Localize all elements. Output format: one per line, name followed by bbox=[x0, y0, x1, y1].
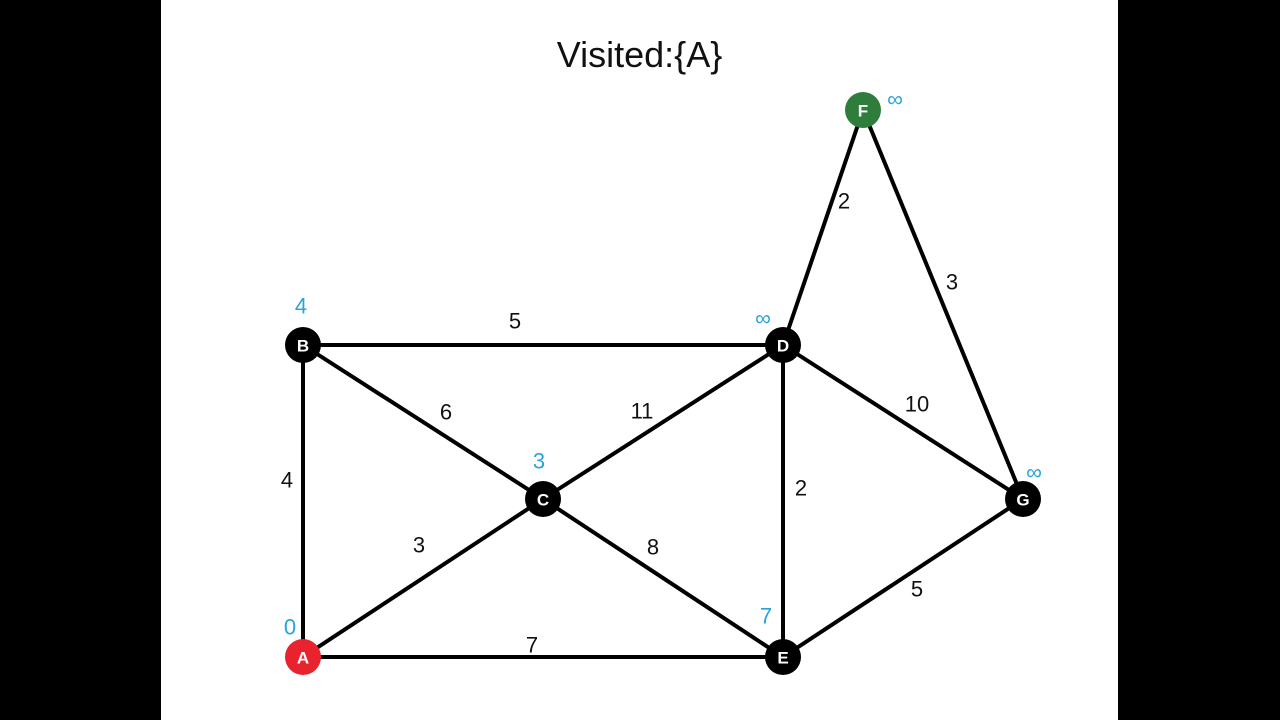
node-label-d: D bbox=[777, 337, 789, 356]
node-circle-d bbox=[765, 327, 801, 363]
edge-d-g bbox=[781, 343, 1025, 501]
node-d: D bbox=[765, 327, 801, 363]
edge-a-c bbox=[301, 497, 545, 659]
node-e: E bbox=[765, 639, 801, 675]
node-g: G bbox=[1005, 481, 1041, 517]
slide: Visited:{A} 5 4 6 3 7 11 8 2 2 10 3 5 A B C D E F G 0 4 3 ∞ 7… bbox=[161, 0, 1118, 720]
node-label-g: G bbox=[1016, 491, 1029, 510]
visited-set-title: Visited:{A} bbox=[556, 34, 723, 75]
node-circle-f bbox=[845, 92, 881, 128]
node-label-a: A bbox=[297, 649, 309, 668]
edge-c-e bbox=[541, 497, 785, 659]
node-b: B bbox=[285, 327, 321, 363]
edge-weight-b-a: 4 bbox=[281, 468, 293, 493]
node-a: A bbox=[285, 639, 321, 675]
distance-label-f: ∞ bbox=[887, 87, 903, 112]
edge-weight-c-d: 11 bbox=[631, 399, 654, 424]
graph-diagram: 5 4 6 3 7 11 8 2 2 10 3 5 A B C D E F G 0 4 3 ∞ 7 ∞ ∞ bbox=[281, 87, 1042, 675]
edge-d-f bbox=[781, 108, 865, 347]
node-label-f: F bbox=[858, 102, 868, 121]
node-label-b: B bbox=[297, 337, 309, 356]
nodes: A B C D E F G bbox=[285, 92, 1041, 675]
node-circle-b bbox=[285, 327, 321, 363]
distance-label-g: ∞ bbox=[1026, 460, 1042, 485]
edge-weight-d-e: 2 bbox=[795, 476, 807, 501]
node-label-e: E bbox=[777, 649, 788, 668]
edge-weight-f-g: 3 bbox=[946, 270, 958, 295]
distance-label-b: 4 bbox=[295, 294, 307, 319]
node-circle-e bbox=[765, 639, 801, 675]
edge-weight-a-e: 7 bbox=[526, 633, 538, 658]
node-label-c: C bbox=[537, 491, 549, 510]
edge-weight-b-c: 6 bbox=[440, 400, 452, 425]
edge-weight-d-f: 2 bbox=[838, 189, 850, 214]
distance-label-a: 0 bbox=[284, 615, 296, 640]
edge-f-g bbox=[861, 108, 1025, 501]
node-circle-c bbox=[525, 481, 561, 517]
distance-label-c: 3 bbox=[533, 449, 545, 474]
distance-label-e: 7 bbox=[760, 604, 772, 629]
node-f: F bbox=[845, 92, 881, 128]
edge-weight-a-c: 3 bbox=[413, 533, 425, 558]
node-circle-g bbox=[1005, 481, 1041, 517]
edges bbox=[301, 108, 1025, 659]
edge-weight-b-d: 5 bbox=[509, 309, 521, 334]
edge-e-g bbox=[781, 497, 1025, 659]
edge-b-c bbox=[301, 343, 545, 501]
edge-weight-e-g: 5 bbox=[911, 577, 923, 602]
edge-c-d bbox=[541, 343, 785, 501]
distance-labels: 0 4 3 ∞ 7 ∞ ∞ bbox=[284, 87, 1042, 640]
edge-weight-d-g: 10 bbox=[905, 392, 929, 417]
node-circle-a bbox=[285, 639, 321, 675]
distance-label-d: ∞ bbox=[755, 306, 771, 331]
edge-weights: 5 4 6 3 7 11 8 2 2 10 3 5 bbox=[281, 189, 958, 658]
node-c: C bbox=[525, 481, 561, 517]
edge-weight-c-e: 8 bbox=[647, 535, 659, 560]
